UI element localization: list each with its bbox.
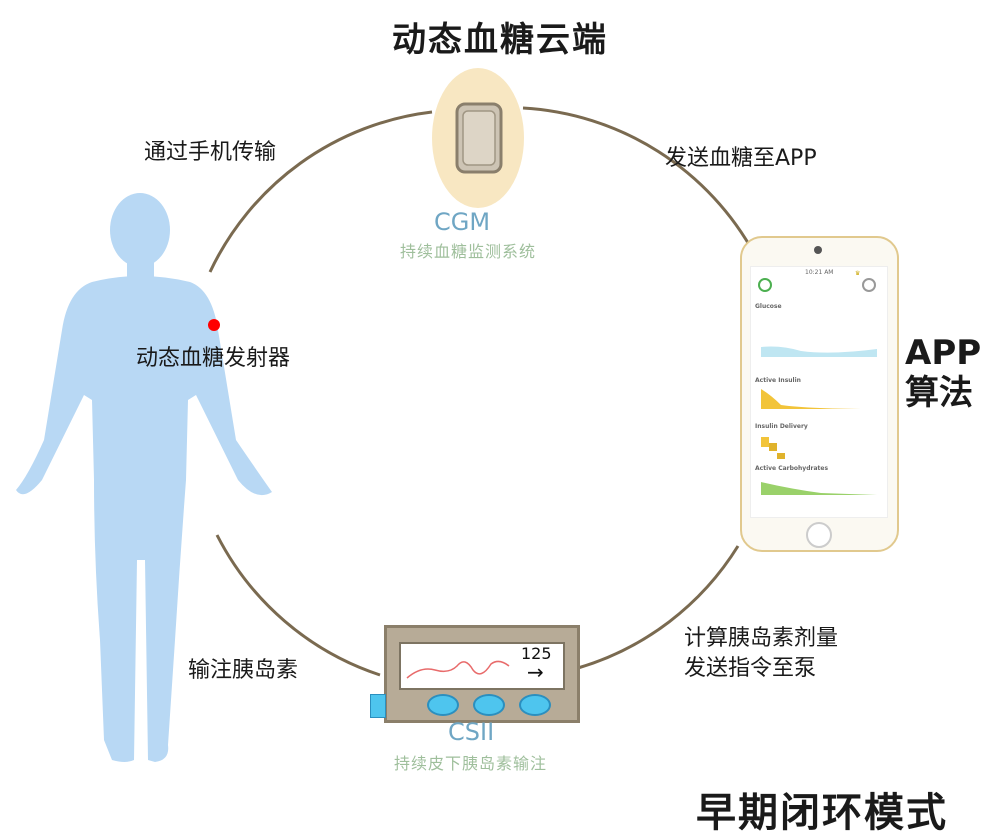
csii-name: CSII [448, 718, 495, 746]
page-title: 动态血糖云端 [392, 20, 608, 60]
transmitter-dot [208, 319, 220, 331]
app-algorithm-label: 算法 [905, 373, 973, 413]
label-transmitter: 动态血糖发射器 [136, 346, 291, 371]
phone-time: 10:21 AM [805, 269, 834, 276]
cgm-subtitle: 持续血糖监测系统 [400, 242, 537, 261]
svg-text:♛: ♛ [855, 270, 860, 277]
human-body-icon [16, 193, 272, 762]
pump-glucose-curve [406, 660, 510, 679]
cgm-sensor-icon [432, 68, 524, 208]
pump-screen: 125 → [399, 642, 565, 690]
pump-value: 125 [521, 644, 552, 663]
phone-home-button [806, 522, 832, 548]
pump-tube-connector [370, 694, 386, 718]
arrow-right-icon: → [527, 660, 544, 684]
phone-section-glucose: Glucose [755, 303, 782, 310]
loop-circle [208, 106, 757, 677]
loop-arc-bottom-right [577, 545, 740, 670]
insulin-pump-icon: 125 → [384, 625, 580, 723]
label-send-to-app: 发送血糖至APP [665, 146, 817, 171]
label-inject-insulin: 输注胰岛素 [188, 658, 299, 683]
app-label: APP [905, 333, 982, 373]
smartphone-icon: 10:21 AM ♛ Glucose Active Insulin Insuli… [740, 236, 899, 552]
phone-section-insulin-delivery: Insulin Delivery [755, 423, 808, 430]
loop-arc-top-left [208, 110, 433, 273]
csii-subtitle: 持续皮下胰岛素输注 [394, 754, 548, 773]
mode-title: 早期闭环模式 [696, 790, 948, 836]
loop-arc-top-right [522, 106, 757, 256]
phone-section-active-insulin: Active Insulin [755, 377, 801, 384]
phone-section-active-carbs: Active Carbohydrates [755, 465, 829, 472]
phone-charts: ♛ [758, 270, 877, 495]
cgm-name: CGM [434, 208, 491, 236]
phone-speaker [814, 246, 822, 254]
pump-button-left [427, 694, 459, 716]
loop-arc-bottom-left [215, 534, 381, 677]
pump-button-right [519, 694, 551, 716]
label-calc-line1: 计算胰岛素剂量 [684, 626, 839, 651]
label-calc-line2: 发送指令至泵 [684, 656, 817, 681]
label-via-phone: 通过手机传输 [144, 140, 277, 165]
phone-screen: 10:21 AM ♛ Glucose Active Insulin Insuli… [750, 266, 888, 518]
pump-button-middle [473, 694, 505, 716]
